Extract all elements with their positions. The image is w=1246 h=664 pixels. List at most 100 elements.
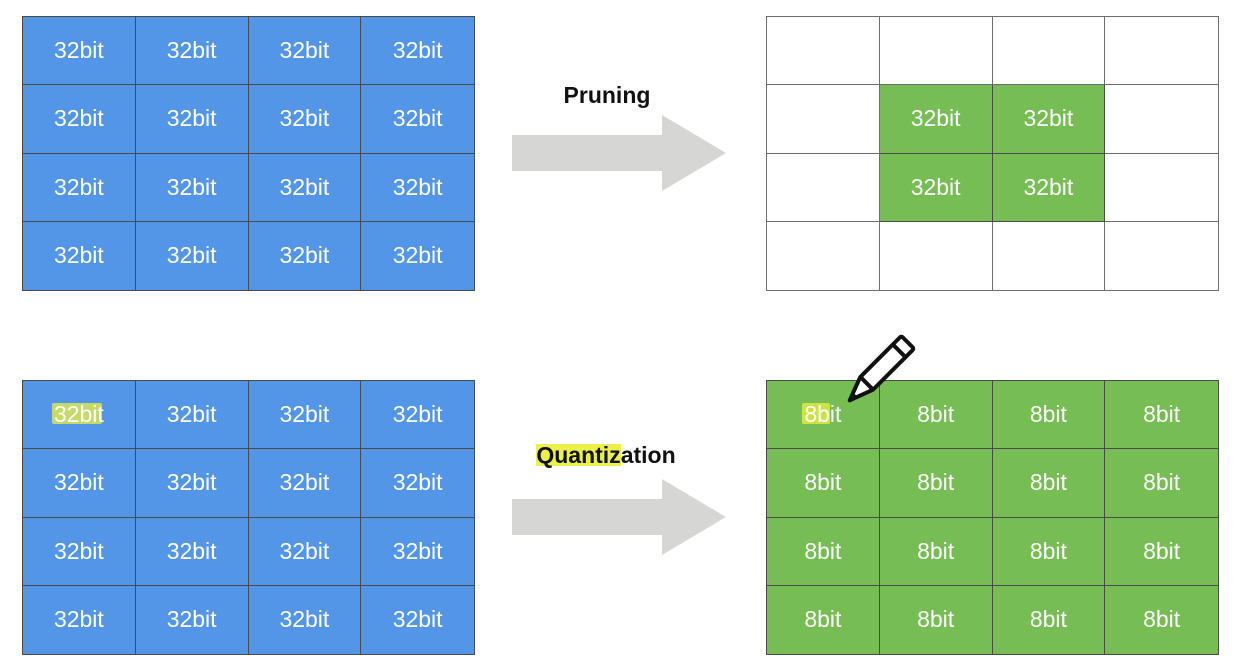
matrix-cell: 32bit	[361, 17, 474, 86]
matrix-cell: 32bit	[23, 17, 136, 86]
matrix-cell: 8bit	[879, 449, 993, 518]
matrix-cell	[1105, 222, 1218, 290]
cell-value: 32bit	[166, 242, 217, 269]
matrix-cell	[767, 221, 880, 290]
matrix-cell: 8bit	[1105, 449, 1218, 518]
cell-value: 8bit	[917, 606, 955, 633]
matrix-cell	[879, 17, 993, 86]
matrix-cell	[880, 221, 993, 290]
pruning-arrow-icon	[512, 115, 726, 191]
matrix-cell: 32bit	[248, 381, 362, 450]
matrix-cell: 32bit	[361, 586, 474, 654]
cell-value: 8bit	[1143, 606, 1181, 633]
matrix-cell: 8bit	[992, 517, 1106, 586]
quantization-label-highlighted: Quantiz	[536, 442, 621, 468]
matrix-cell: 8bit	[993, 585, 1106, 654]
matrix-cell: 32bit	[992, 153, 1106, 222]
matrix-cell	[993, 221, 1106, 290]
matrix-cell: 32bit	[23, 449, 136, 518]
matrix-cell: 32bit	[23, 221, 136, 290]
cell-value: 32bit	[166, 173, 217, 200]
cell-value: 32bit	[279, 173, 330, 200]
matrix-cell	[992, 17, 1106, 86]
matrix-cell: 32bit	[135, 449, 249, 518]
matrix-cell: 8bit	[767, 381, 880, 450]
matrix-cell: 8bit	[1105, 381, 1218, 450]
matrix-cell: 8bit	[880, 585, 993, 654]
quantization-arrow-icon	[512, 479, 726, 555]
pruning-result-matrix: 32bit 32bit 32bit 32bit	[766, 16, 1219, 291]
cell-value: 8bit	[917, 401, 955, 428]
matrix-cell: 8bit	[879, 381, 993, 450]
cell-value: 8bit	[804, 537, 842, 564]
cell-value: 32bit	[166, 37, 217, 64]
matrix-cell: 8bit	[1105, 586, 1218, 654]
matrix-cell: 32bit	[248, 517, 362, 586]
matrix-cell: 32bit	[248, 153, 362, 222]
cell-value: 32bit	[392, 469, 443, 496]
matrix-cell: 32bit	[249, 585, 362, 654]
matrix-cell	[767, 85, 880, 154]
matrix-cell: 32bit	[248, 449, 362, 518]
cell-value: 32bit	[279, 537, 330, 564]
cell-value: 32bit	[53, 606, 104, 633]
cell-value: 8bit	[917, 469, 955, 496]
pruning-label: Pruning	[563, 82, 651, 108]
matrix-cell: 32bit	[879, 85, 993, 154]
cell-value: 32bit	[51, 401, 104, 428]
cell-value: 32bit	[1023, 105, 1074, 132]
cell-value: 32bit	[392, 537, 443, 564]
cell-value: 8bit	[1029, 537, 1067, 564]
cell-value: 8bit	[802, 401, 842, 428]
cell-value: 32bit	[53, 105, 104, 132]
matrix-cell: 8bit	[879, 517, 993, 586]
cell-value: 32bit	[392, 606, 443, 633]
matrix-cell: 32bit	[361, 518, 474, 586]
cell-value: 8bit	[804, 606, 842, 633]
cell-value: 8bit	[917, 537, 955, 564]
pencil-icon	[847, 334, 916, 403]
matrix-cell: 32bit	[361, 381, 474, 450]
cell-value: 32bit	[53, 37, 104, 64]
cell-value: 32bit	[392, 105, 443, 132]
matrix-cell: 32bit	[248, 17, 362, 86]
matrix-cell: 32bit	[136, 221, 249, 290]
cell-value: 32bit	[279, 606, 330, 633]
matrix-cell: 8bit	[767, 517, 880, 586]
matrix-cell: 32bit	[249, 221, 362, 290]
matrix-cell	[1105, 85, 1218, 154]
matrix-cell: 32bit	[23, 517, 136, 586]
cell-value: 32bit	[166, 105, 217, 132]
cell-value: 32bit	[1023, 173, 1074, 200]
cell-value: 32bit	[53, 173, 104, 200]
cell-value: 8bit	[1029, 469, 1067, 496]
matrix-cell: 8bit	[992, 381, 1106, 450]
cell-value: 32bit	[166, 469, 217, 496]
cell-value: 32bit	[392, 242, 443, 269]
matrix-cell	[767, 17, 880, 86]
cell-value: 32bit	[392, 401, 443, 428]
matrix-cell: 32bit	[361, 85, 474, 154]
matrix-cell: 32bit	[23, 381, 136, 450]
matrix-cell: 32bit	[136, 585, 249, 654]
cell-value: 32bit	[910, 173, 961, 200]
cell-value: 8bit	[1143, 537, 1181, 564]
quantization-label: Quantization	[520, 442, 692, 469]
matrix-cell: 32bit	[135, 381, 249, 450]
cell-value: 32bit	[166, 606, 217, 633]
cell-value: 32bit	[279, 469, 330, 496]
matrix-cell: 32bit	[23, 85, 136, 154]
matrix-cell	[1105, 154, 1218, 222]
cell-value: 32bit	[53, 537, 104, 564]
cell-value: 32bit	[166, 537, 217, 564]
matrix-cell: 8bit	[992, 449, 1106, 518]
cell-value: 32bit	[53, 469, 104, 496]
matrix-cell: 32bit	[135, 153, 249, 222]
cell-value: 8bit	[1143, 469, 1181, 496]
quantization-label-rest: ation	[620, 442, 676, 468]
matrix-cell: 32bit	[135, 85, 249, 154]
matrix-cell: 32bit	[361, 449, 474, 518]
matrix-cell: 8bit	[1105, 518, 1218, 586]
